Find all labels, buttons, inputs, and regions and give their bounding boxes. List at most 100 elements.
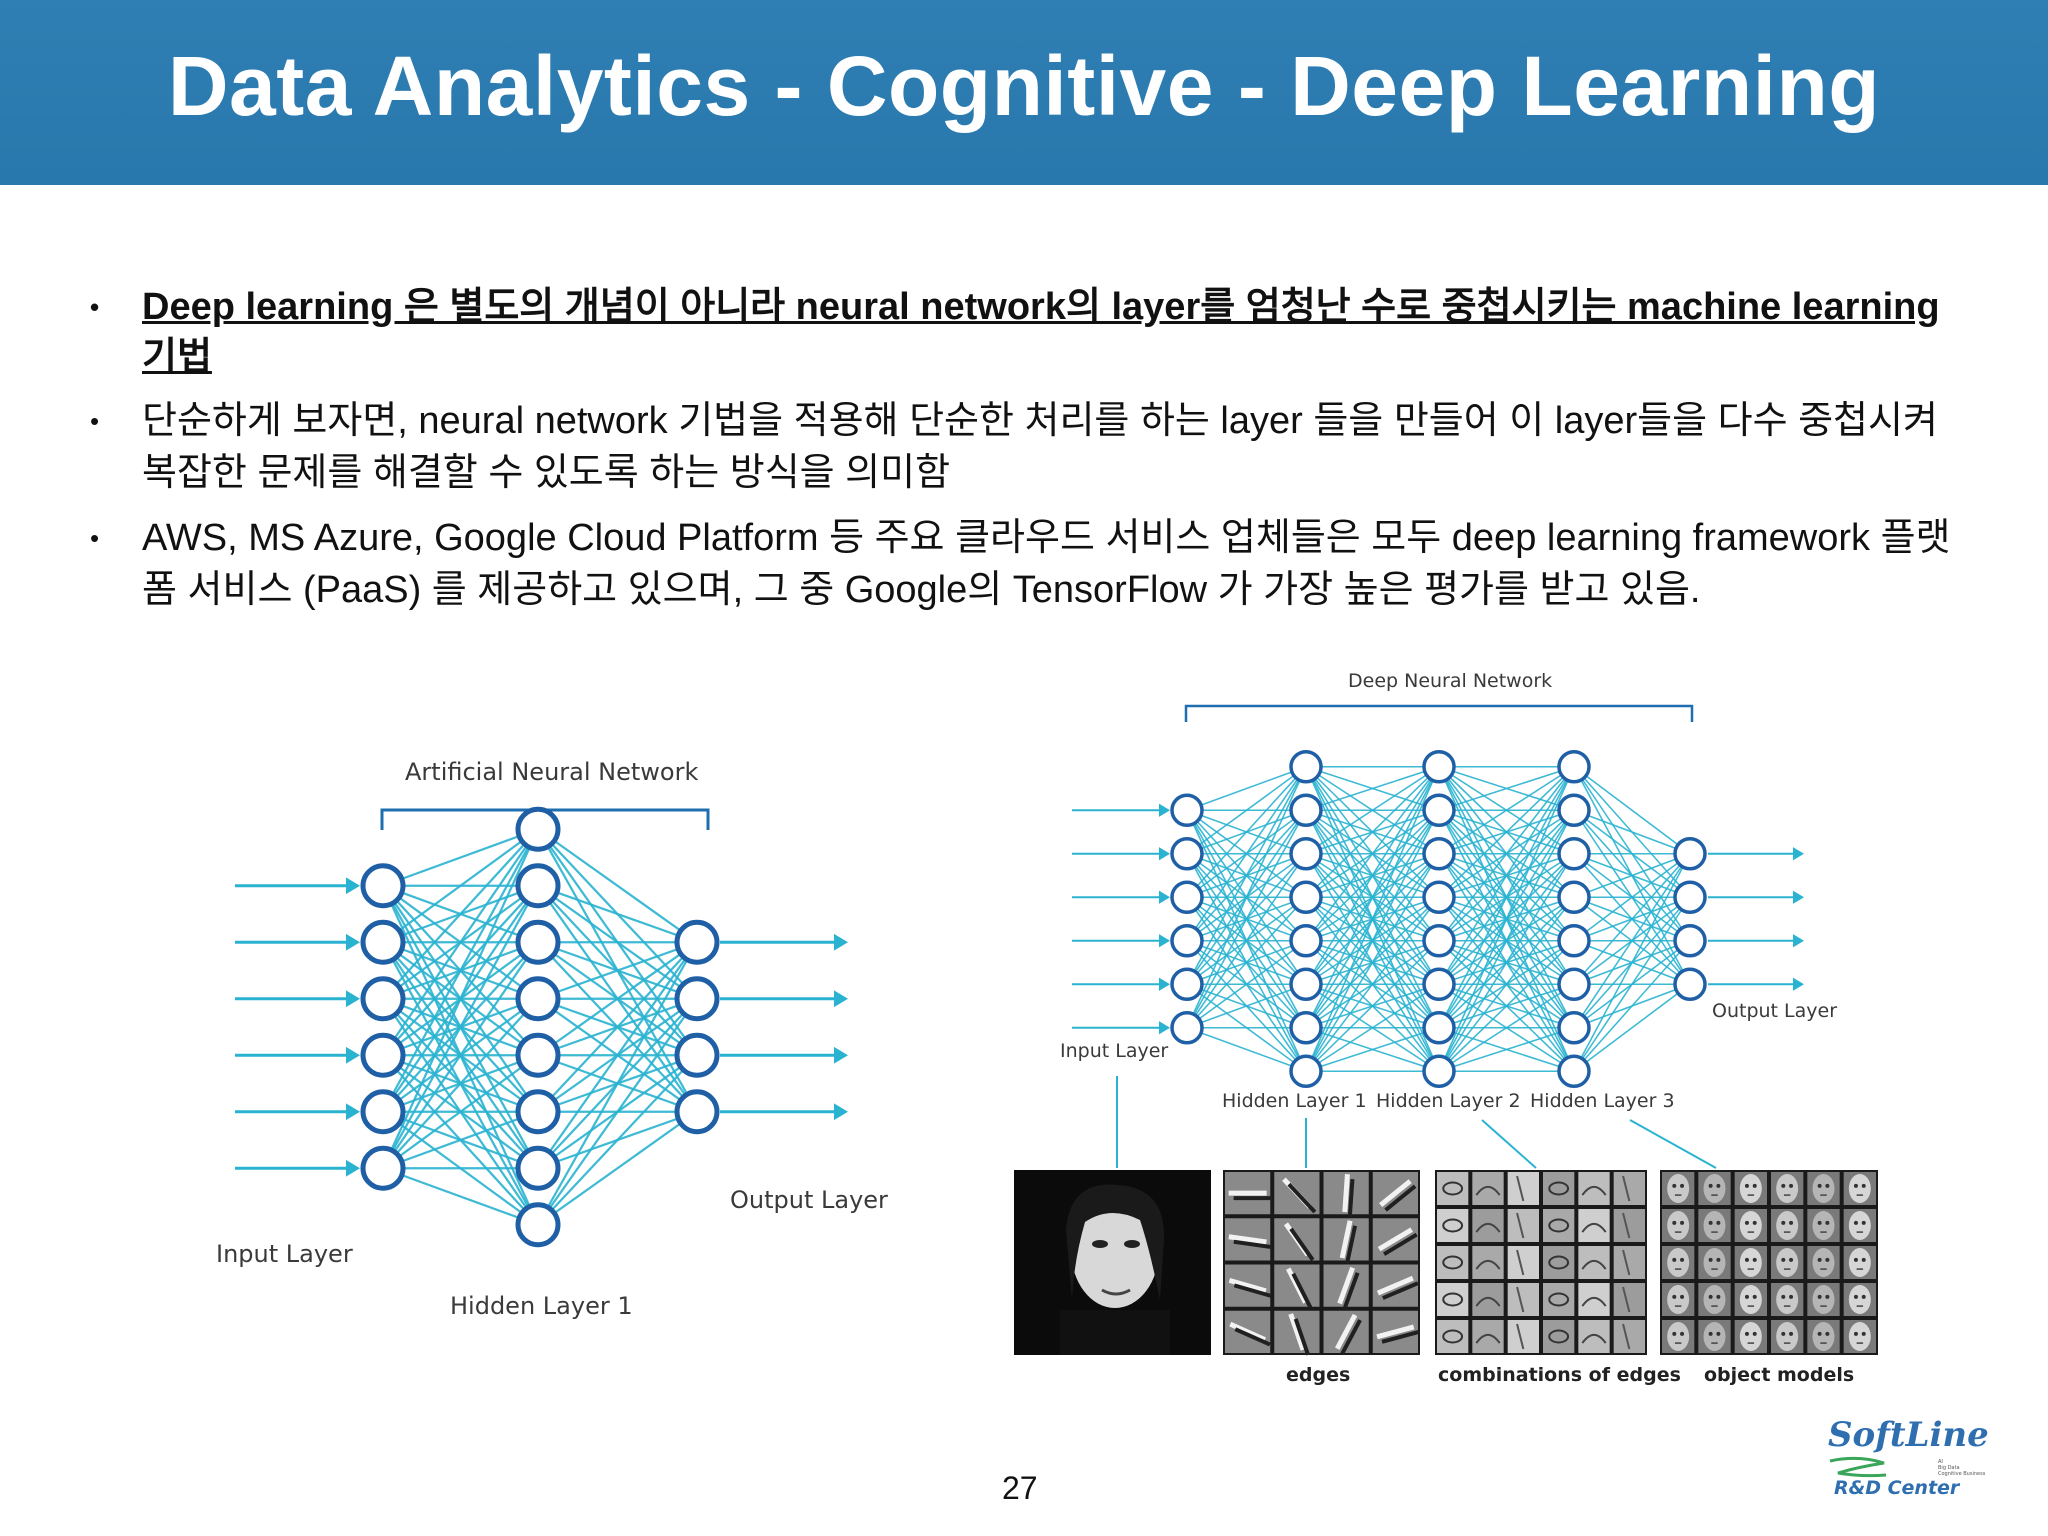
- logo-tagline: AI Big Data Cognitive Business: [1938, 1459, 1986, 1477]
- dnn-connection: [1186, 766, 1307, 1029]
- dnn-node-l1: [1170, 793, 1204, 827]
- dnn-connection: [1186, 940, 1307, 1029]
- dnn-input-arrow: [1072, 847, 1170, 861]
- dnn-connection: [1573, 766, 1691, 855]
- dnn-connection: [1438, 766, 1575, 811]
- bullet-item-2: • 단순하게 보자면, neural network 기법을 적용해 단순한 처…: [90, 395, 1970, 499]
- ann-title: Artificial Neural Network: [405, 758, 699, 786]
- dnn-node-l3: [1422, 837, 1456, 871]
- dnn-connection: [1573, 983, 1691, 1072]
- ann-node-l2: [515, 1145, 561, 1191]
- ann-connection: [382, 941, 539, 1169]
- dnn-bracket: [1184, 704, 1694, 722]
- dnn-connection: [1305, 983, 1440, 1072]
- dnn-node-l4: [1557, 837, 1591, 871]
- ann-connection: [381, 828, 540, 1169]
- dnn-hidden2-connector: [1481, 1119, 1537, 1169]
- dnn-node-l1: [1170, 924, 1204, 958]
- dnn-connection: [1438, 766, 1575, 985]
- ann-connection: [382, 1110, 539, 1170]
- dnn-connection: [1438, 1027, 1575, 1072]
- logo-name: SoftLine: [1828, 1415, 1989, 1455]
- dnn-connection: [1438, 896, 1575, 1072]
- dnn-node-l5: [1673, 880, 1707, 914]
- ann-connection: [537, 941, 698, 1226]
- dnn-connection: [1438, 766, 1575, 942]
- bullet-text: Deep learning 은 별도의 개념이 아니라 neural netwo…: [142, 286, 1940, 378]
- ann-connection: [537, 941, 698, 1169]
- logo-swoosh-icon: [1829, 1456, 1887, 1478]
- ann-node-l2: [515, 806, 561, 852]
- dnn-connection: [1305, 853, 1440, 1072]
- dnn-hidden-label-3: Hidden Layer 3: [1530, 1090, 1675, 1112]
- ann-connection: [537, 998, 698, 1226]
- dnn-connection: [1573, 809, 1691, 855]
- dnn-connection: [1305, 766, 1440, 1029]
- dnn-node-l2: [1289, 924, 1323, 958]
- dnn-output-label: Output Layer: [1712, 1000, 1838, 1022]
- dnn-node-l2: [1289, 793, 1323, 827]
- softline-logo: SoftLine AI Big Data Cognitive Business …: [1820, 1415, 2010, 1515]
- ann-node-l1: [360, 863, 406, 909]
- bullet-marker: •: [90, 292, 100, 322]
- ann-connection: [382, 828, 539, 944]
- dnn-node-l5: [1673, 924, 1707, 958]
- ann-connection: [537, 1110, 698, 1226]
- dnn-connection: [1305, 940, 1440, 1072]
- bullet-marker: •: [90, 523, 100, 553]
- ann-connection: [537, 941, 698, 1113]
- dnn-node-l4: [1557, 880, 1591, 914]
- ann-connection: [382, 1054, 539, 1170]
- edges-image: [1223, 1170, 1420, 1356]
- ann-output-label: Output Layer: [730, 1186, 888, 1214]
- dnn-node-l4: [1557, 924, 1591, 958]
- dnn-connection: [1305, 766, 1440, 898]
- ann-input-label: Input Layer: [216, 1240, 353, 1268]
- dnn-node-l4: [1557, 1054, 1591, 1088]
- ann-input-arrow: [235, 1103, 360, 1121]
- dnn-connection: [1438, 766, 1575, 898]
- dnn-node-l3: [1422, 1054, 1456, 1088]
- dnn-node-l4: [1557, 967, 1591, 1001]
- ann-node-l3: [674, 1032, 720, 1078]
- ann-node-l1: [360, 1145, 406, 1191]
- dnn-connection: [1186, 983, 1307, 1029]
- ann-connection: [382, 1167, 539, 1226]
- dnn-connection: [1186, 766, 1307, 855]
- dnn-input-arrow: [1072, 803, 1170, 817]
- dnn-connection: [1186, 766, 1307, 898]
- ann-connection: [382, 828, 539, 1056]
- dnn-node-l3: [1422, 924, 1456, 958]
- dnn-output-arrow: [1708, 847, 1804, 861]
- ann-input-arrow: [235, 933, 360, 951]
- dnn-input-arrow: [1072, 934, 1170, 948]
- ann-connection: [382, 828, 539, 887]
- dnn-connection: [1438, 809, 1575, 1072]
- dnn-output-arrow: [1708, 934, 1804, 948]
- ann-connection: [537, 941, 698, 1000]
- bullet-marker: •: [90, 406, 100, 436]
- dnn-node-l2: [1289, 750, 1323, 784]
- dnn-connection: [1305, 1027, 1440, 1072]
- dnn-connection: [1573, 853, 1691, 898]
- dnn-output-arrow: [1708, 890, 1804, 904]
- dnn-connection: [1186, 766, 1307, 985]
- ann-node-l2: [515, 1032, 561, 1078]
- bullet-item-3: • AWS, MS Azure, Google Cloud Platform 등…: [90, 512, 1970, 616]
- dnn-connection: [1305, 896, 1440, 1072]
- logo-center: R&D Center: [1834, 1477, 1960, 1499]
- ann-connection: [537, 884, 698, 944]
- bullet-item-1: • Deep learning 은 별도의 개념이 아니라 neural net…: [90, 282, 1970, 382]
- dnn-node-l4: [1557, 750, 1591, 784]
- ann-node-l2: [515, 1089, 561, 1135]
- ann-output-arrow: [720, 1103, 848, 1121]
- title-bar: Data Analytics - Cognitive - Deep Learni…: [0, 0, 2048, 185]
- ann-node-l1: [360, 919, 406, 965]
- dnn-input-label: Input Layer: [1060, 1040, 1169, 1062]
- ann-output-arrow: [720, 1046, 848, 1064]
- bullet-text: 단순하게 보자면, neural network 기법을 적용해 단순한 처리를…: [142, 400, 1938, 494]
- dnn-connection: [1438, 766, 1575, 1029]
- dnn-connection: [1186, 1027, 1307, 1072]
- dnn-node-l3: [1422, 793, 1456, 827]
